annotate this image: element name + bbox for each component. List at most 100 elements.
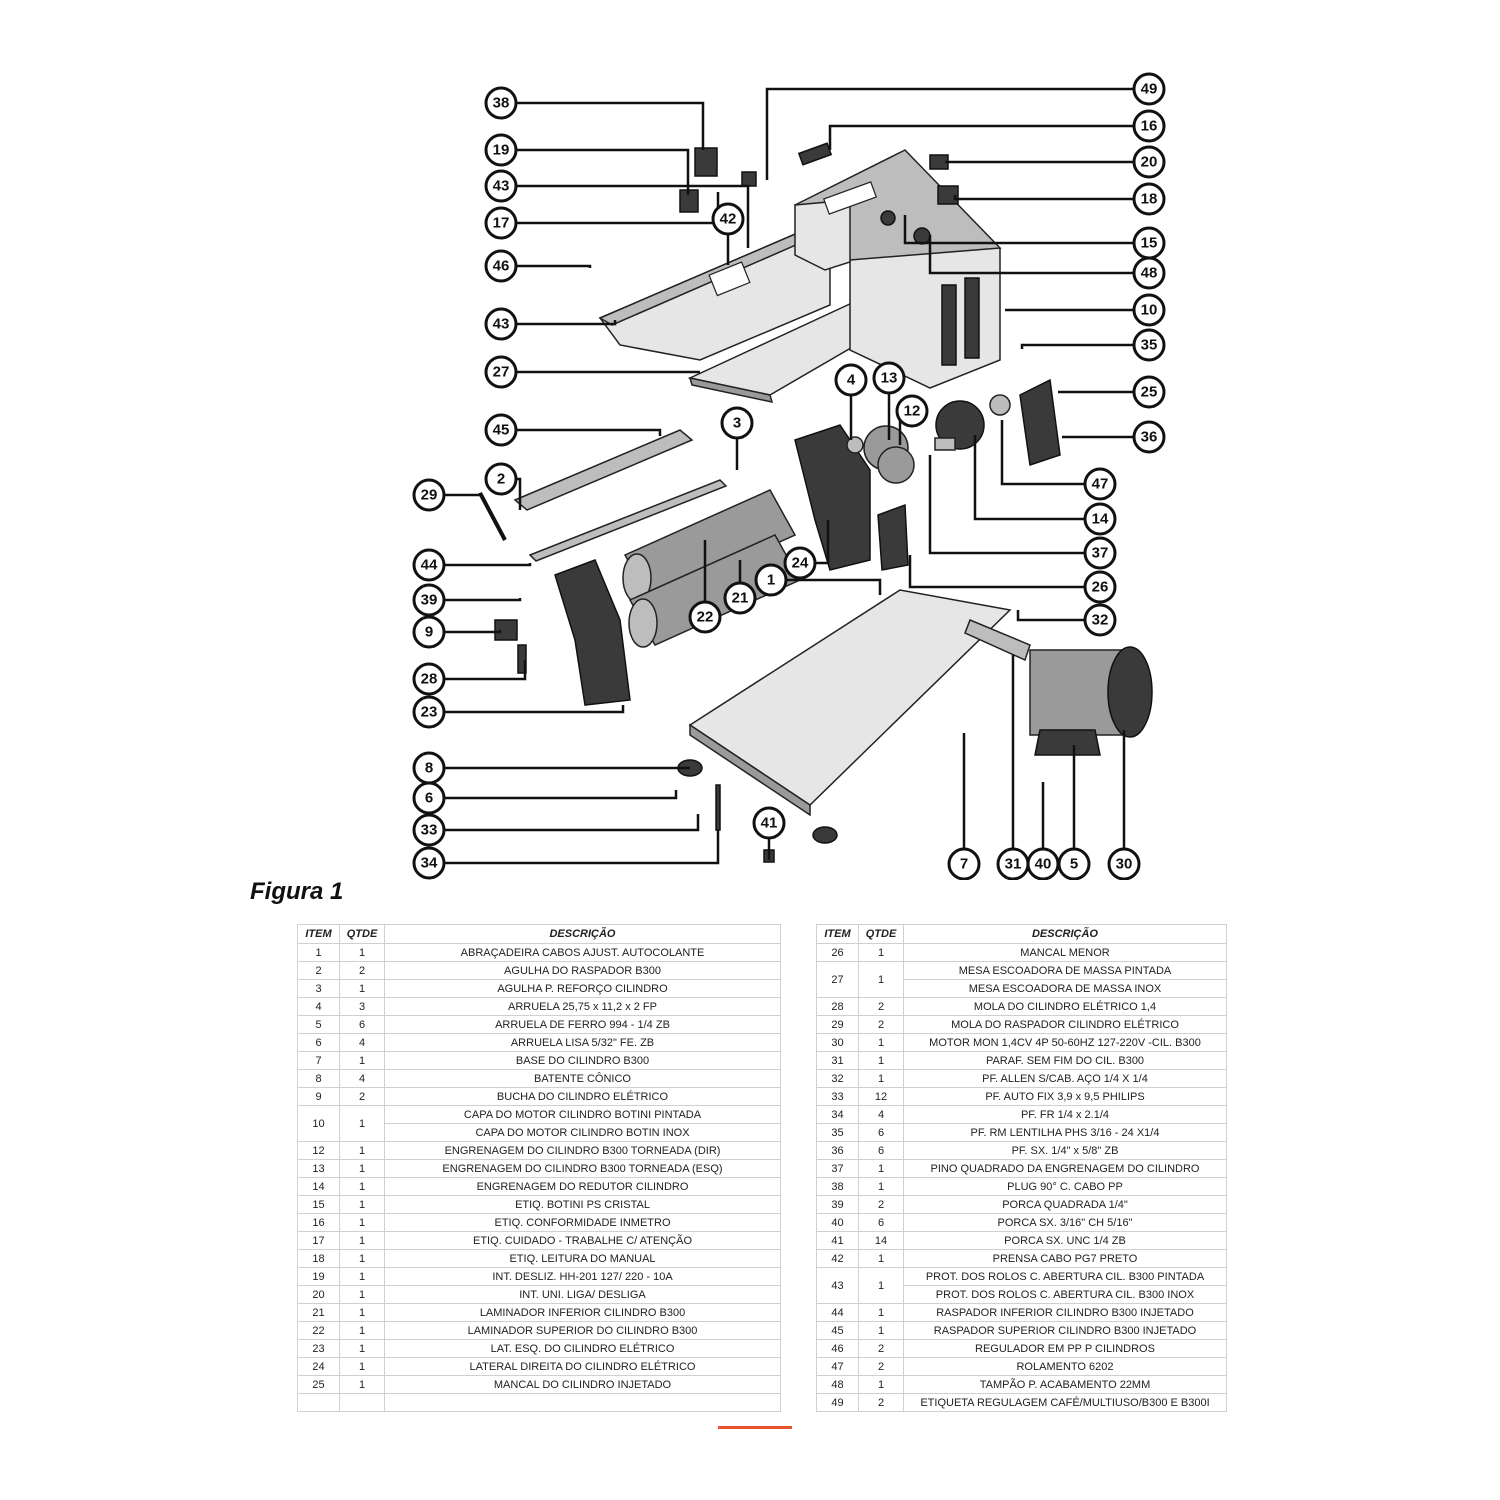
callout-8: 8 [412, 751, 446, 785]
roller-bearing-housing [1019, 378, 1061, 466]
callout-20: 20 [1132, 145, 1166, 179]
callout-labels: 3819431746432745229443992823863334322212… [412, 72, 1166, 880]
callout-leader-16 [828, 124, 1149, 150]
callout-circle [1132, 375, 1166, 409]
ball-bearing [989, 394, 1011, 416]
callout-circle [1132, 256, 1166, 290]
cell-qtde: 12 [858, 1087, 904, 1106]
cell-descricao: ETIQUETA REGULAGEM CAFÉ/MULTIUSO/B300 E … [903, 1393, 1227, 1412]
dough-table-lip [688, 377, 774, 403]
callout-number: 13 [881, 370, 898, 387]
callout-number: 42 [720, 211, 737, 228]
cell-qtde: 1 [339, 1285, 385, 1304]
cell-item: 37 [816, 1159, 859, 1178]
callout-47: 47 [1083, 467, 1117, 501]
cell-item: 45 [816, 1321, 859, 1340]
cell-descricao: PF. SX. 1/4" x 5/8" ZB [903, 1141, 1227, 1160]
cell-item: 14 [297, 1177, 340, 1196]
callout-circle [720, 406, 754, 440]
brand-plate [823, 181, 877, 215]
callout-leader-44 [429, 563, 532, 567]
callout-circle [412, 662, 446, 696]
cell-descricao: ETIQ. CONFORMIDADE INMETRO [384, 1213, 781, 1232]
callout-leader-6 [429, 790, 678, 800]
callout-number: 10 [1141, 302, 1158, 319]
cell-descricao: RASPADOR INFERIOR CILINDRO B300 INJETADO [903, 1303, 1227, 1322]
cell-descricao: REGULADOR EM PP P CILINDROS [903, 1339, 1227, 1358]
cell-qtde: 1 [858, 1375, 904, 1394]
cell-qtde: 1 [339, 1051, 385, 1070]
callout-circle [1057, 847, 1091, 880]
callout-circle [947, 847, 981, 880]
callout-number: 1 [767, 572, 775, 589]
upper-roller [622, 489, 797, 603]
cell-qtde: 6 [858, 1141, 904, 1160]
cell-descricao: ARRUELA 25,75 x 11,2 x 2 FP [384, 997, 781, 1016]
callout-leader-37 [928, 455, 1100, 555]
callout-leader-45 [501, 428, 662, 436]
scraper-spring [478, 492, 507, 541]
cell-item: 17 [297, 1231, 340, 1250]
cell-descricao: PORCA QUADRADA 1/4" [903, 1195, 1227, 1214]
inmetro-label [797, 142, 833, 166]
cell-descricao: AGULHA DO RASPADOR B300 [384, 961, 781, 980]
callout-number: 24 [792, 555, 809, 572]
cell-item: 23 [297, 1339, 340, 1358]
cell-item: 12 [297, 1141, 340, 1160]
cell-qtde: 2 [858, 997, 904, 1016]
callout-13: 13 [872, 361, 906, 395]
exploded-view-diagram: 3819431746432745229443992823863334322212… [412, 72, 1166, 880]
cell-item: 29 [816, 1015, 859, 1034]
cell-item: 44 [816, 1303, 859, 1322]
cell-qtde: 6 [339, 1015, 385, 1034]
cell-item: 28 [816, 997, 859, 1016]
cell-item: 49 [816, 1393, 859, 1412]
callout-circle [412, 781, 446, 815]
callout-leader-48 [928, 235, 1149, 275]
cell-item: 34 [816, 1105, 859, 1124]
callout-number: 3 [733, 415, 741, 432]
cell-qtde: 1 [339, 1249, 385, 1268]
cell-descricao: BUCHA DO CILINDRO ELÉTRICO [384, 1087, 781, 1106]
cell-descricao: LAMINADOR INFERIOR CILINDRO B300 [384, 1303, 781, 1322]
cell-qtde: 1 [858, 1159, 904, 1178]
machine-parts [478, 142, 1153, 863]
lower-scraper [528, 479, 728, 562]
callout-49: 49 [1132, 72, 1166, 106]
callout-number: 18 [1141, 191, 1158, 208]
callout-19: 19 [484, 133, 518, 167]
callout-circle [783, 546, 817, 580]
cell-item: 22 [297, 1321, 340, 1340]
cell-qtde: 1 [339, 1267, 385, 1286]
upper-scraper [513, 429, 694, 511]
vent-slots-2 [964, 277, 980, 359]
header-qtde: QTDE [858, 924, 904, 944]
callout-16: 16 [1132, 109, 1166, 143]
callout-22: 22 [688, 600, 722, 634]
callout-29: 29 [412, 478, 446, 512]
warning-label [708, 261, 751, 297]
callout-number: 36 [1141, 429, 1158, 446]
callout-leader-1 [771, 578, 882, 595]
callout-42: 42 [711, 202, 745, 236]
callout-circle [872, 361, 906, 395]
conical-stop-2 [812, 826, 838, 844]
cell-qtde: 1 [858, 961, 904, 998]
cell-qtde: 1 [858, 1051, 904, 1070]
cell-item: 20 [297, 1285, 340, 1304]
callout-number: 31 [1005, 856, 1022, 873]
cell-descricao: ETIQ. LEITURA DO MANUAL [384, 1249, 781, 1268]
callout-circle [484, 307, 518, 341]
